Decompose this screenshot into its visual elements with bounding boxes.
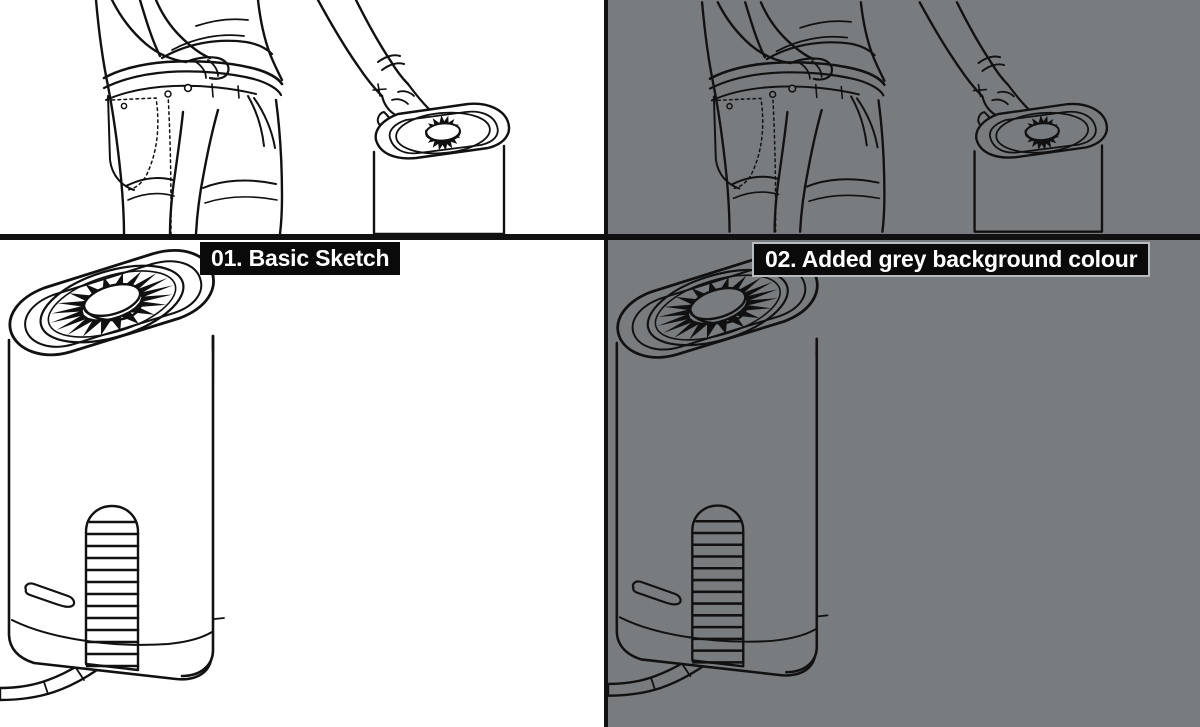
panel-bottom-right <box>608 240 1200 727</box>
scene-artwork-grey <box>700 1 1109 233</box>
panel-top-right <box>608 0 1200 234</box>
scene-artwork-white <box>94 0 511 234</box>
device-artwork-grey <box>608 253 829 697</box>
device-artwork-white <box>0 249 225 702</box>
divider-vertical <box>604 0 608 727</box>
panel-bottom-left <box>0 240 604 727</box>
caption-step-02: 02. Added grey background colour <box>752 242 1151 277</box>
divider-horizontal <box>0 234 1200 240</box>
caption-step-01: 01. Basic Sketch <box>200 242 401 275</box>
panel-top-left <box>0 0 604 234</box>
